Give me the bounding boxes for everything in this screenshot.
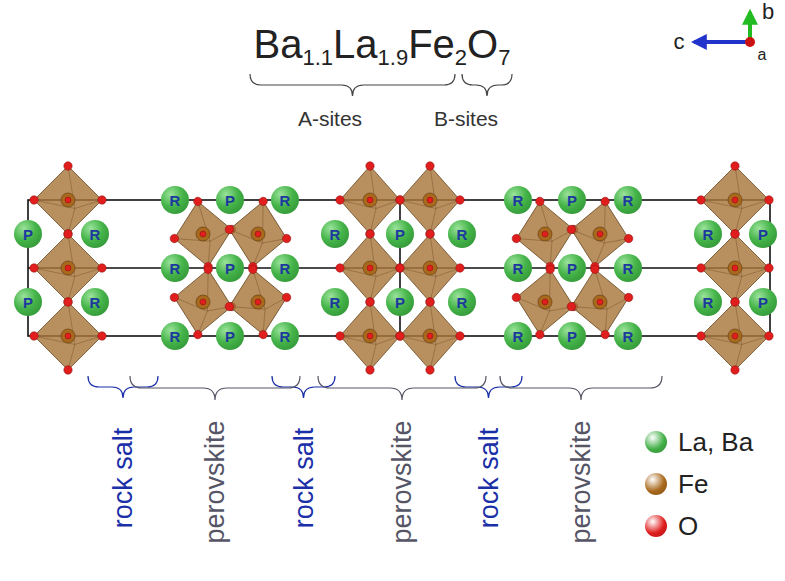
site-letter: P (395, 227, 405, 242)
atom-sphere: R (504, 186, 532, 214)
site-letter: R (330, 227, 341, 242)
site-letter: R (170, 193, 181, 208)
atom-sphere: P (558, 186, 586, 214)
fe-octahedron (506, 260, 583, 344)
atom-sphere: P (216, 254, 244, 282)
site-letter: P (395, 295, 405, 310)
legend-swatch (645, 431, 667, 453)
atom-sphere: R (504, 254, 532, 282)
site-letter: P (567, 329, 577, 344)
site-label: B-sites (434, 108, 498, 129)
legend-swatch (645, 515, 667, 537)
site-letter: R (90, 227, 101, 242)
axis-label: a (758, 47, 767, 63)
site-letter: R (513, 329, 524, 344)
site-letter: P (23, 295, 33, 310)
fe-octahedron (164, 192, 241, 276)
legend-swatch (645, 473, 667, 495)
site-letter: R (280, 193, 291, 208)
site-letter: R (170, 261, 181, 276)
site-letter: R (330, 295, 341, 310)
atom-sphere: P (749, 220, 777, 248)
layer-label: rock salt (291, 428, 318, 529)
layer-label: perovskite (568, 420, 595, 543)
site-letter: P (23, 227, 33, 242)
unit-cell (28, 200, 770, 336)
atom-sphere: R (694, 288, 722, 316)
fe-octahedron (561, 192, 638, 276)
site-letter: R (623, 193, 634, 208)
site-letter: R (703, 227, 714, 242)
atom-sphere: P (386, 288, 414, 316)
atom-sphere: R (614, 186, 642, 214)
atom-sphere: P (14, 220, 42, 248)
site-letter: R (457, 227, 468, 242)
atom-sphere: R (81, 220, 109, 248)
formula-title: Ba1.1La1.9Fe2O7 (254, 24, 511, 69)
atom-sphere: R (271, 254, 299, 282)
axis-label: c (674, 31, 685, 53)
atom-sphere: R (504, 322, 532, 350)
site-letter: P (225, 329, 235, 344)
atom-sphere: P (749, 288, 777, 316)
atom-sphere: P (14, 288, 42, 316)
layer-label: perovskite (389, 420, 416, 543)
atom-sphere: R (614, 254, 642, 282)
atom-sphere: P (216, 322, 244, 350)
octahedra (30, 162, 773, 374)
atom-sphere: R (321, 220, 349, 248)
atom-sphere: R (694, 220, 722, 248)
atom-sphere: R (614, 322, 642, 350)
fe-octahedron (506, 192, 583, 276)
site-letter: R (623, 261, 634, 276)
atom-sphere: R (448, 220, 476, 248)
atom-sphere: R (161, 322, 189, 350)
axis-label: b (762, 1, 774, 23)
atom-sphere: R (271, 322, 299, 350)
fe-octahedron (164, 260, 241, 344)
site-letter: R (513, 193, 524, 208)
site-letter: R (513, 261, 524, 276)
layer-label: rock salt (476, 428, 503, 529)
fe-octahedron (219, 192, 296, 276)
fe-octahedron (219, 260, 296, 344)
atom-sphere: P (216, 186, 244, 214)
atom-sphere: P (558, 254, 586, 282)
atom-sphere: R (448, 288, 476, 316)
site-letter: P (225, 193, 235, 208)
braces (88, 74, 662, 400)
site-letter: R (703, 295, 714, 310)
site-letter: R (457, 295, 468, 310)
axes (694, 12, 755, 47)
legend-text: O (678, 513, 698, 539)
site-letter: P (567, 261, 577, 276)
atom-sphere: P (386, 220, 414, 248)
layer-label: rock salt (110, 428, 137, 529)
site-letter: R (90, 295, 101, 310)
legend-text: La, Ba (678, 429, 753, 455)
atom-sphere: R (321, 288, 349, 316)
site-letter: R (170, 329, 181, 344)
site-letter: R (280, 261, 291, 276)
site-letter: P (567, 193, 577, 208)
legend-text: Fe (678, 471, 708, 497)
site-letter: P (758, 295, 768, 310)
layer-label: perovskite (202, 420, 229, 543)
fe-octahedron (561, 260, 638, 344)
atom-sphere: R (81, 288, 109, 316)
atom-sphere: R (271, 186, 299, 214)
atom-sphere: P (558, 322, 586, 350)
atom-sphere: R (161, 186, 189, 214)
site-label: A-sites (298, 108, 362, 129)
atom-sphere: R (161, 254, 189, 282)
site-letter: P (225, 261, 235, 276)
site-letter: R (280, 329, 291, 344)
site-letter: R (623, 329, 634, 344)
site-letter: P (758, 227, 768, 242)
